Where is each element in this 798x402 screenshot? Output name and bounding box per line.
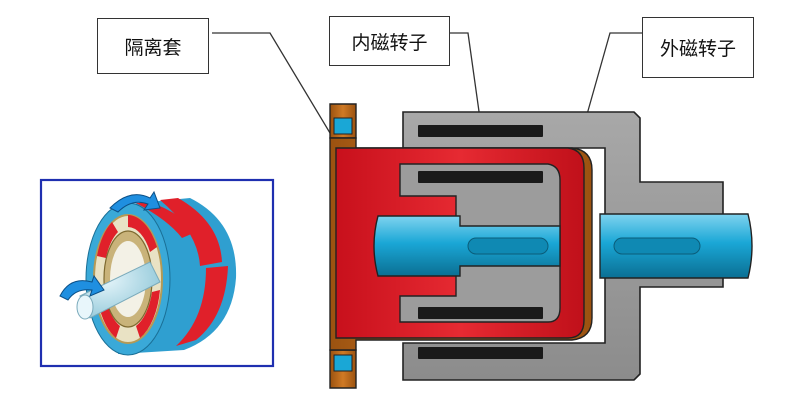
label-outer-rotor: 外磁转子 [642,17,754,78]
inset-3d-illustration [39,178,275,368]
label-isolation-sleeve: 隔离套 [97,18,209,74]
flange-hole-bottom [333,354,353,372]
outer-shaft-keyway [613,237,701,255]
inner-magnet-bottom [418,307,543,319]
rotation-arrow-outer-icon [109,190,161,213]
inner-shaft-keyway [467,237,549,255]
rotation-arrow-inner-icon [59,274,105,301]
label-inner-rotor: 内磁转子 [329,16,450,66]
inner-magnet-top [418,171,543,183]
outer-magnet-top [418,125,543,137]
outer-magnet-cylinder [85,198,237,356]
label-outer-rotor-text: 外磁转子 [659,38,736,60]
inner-shaft [373,215,561,277]
outer-shaft [599,213,753,279]
callout-line-outer-rotor [583,32,642,126]
callout-line-isolation-sleeve [212,32,334,139]
label-isolation-sleeve-text: 隔离套 [124,36,182,59]
outer-magnet-bottom [418,347,543,359]
label-inner-rotor-text: 内磁转子 [351,31,428,54]
flange-hole-top [333,117,353,135]
inset-shaft [76,261,161,320]
